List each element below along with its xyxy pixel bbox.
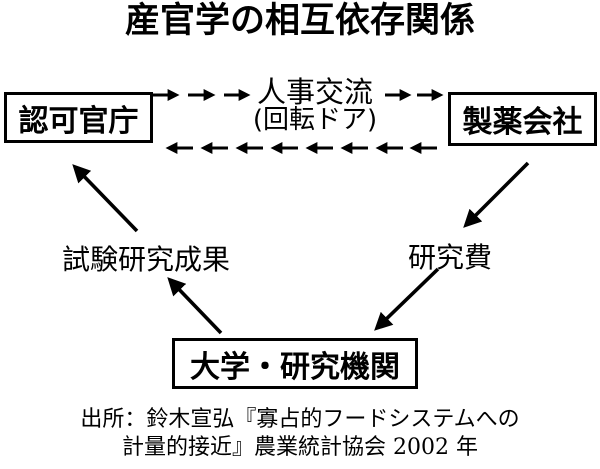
source-caption-line1: 出所：鈴木宣弘『寡占的フードシステムへの	[80, 407, 520, 432]
edge-label-revolving-door: (回転ドア)	[252, 105, 378, 135]
node-university-research: 大学・研究機関	[172, 338, 418, 389]
node-approval-agency: 認可官庁	[4, 92, 153, 143]
node-pharma-company-label: 製薬会社	[462, 105, 583, 140]
node-university-research-label: 大学・研究機関	[190, 349, 400, 385]
arrow-pharma-to-funds	[463, 161, 530, 228]
source-caption: 出所：鈴木宣弘『寡占的フードシステムへの 計量的接近』農業統計協会 2002 年	[0, 406, 600, 462]
edge-label-personnel-exchange: 人事交流	[256, 75, 373, 109]
node-approval-agency-label: 認可官庁	[18, 103, 139, 139]
arrow-university-to-results	[167, 277, 223, 335]
arrow-funds-to-university	[374, 267, 440, 331]
edge-label-research-results: 試験研究成果	[61, 243, 230, 276]
diagram-title: 産官学の相互依存関係	[124, 1, 475, 41]
edge-label-research-funds: 研究費	[407, 241, 492, 274]
source-caption-line2: 計量的接近』農業統計協会 2002 年	[122, 435, 478, 460]
arrow-results-to-government	[72, 164, 139, 233]
node-pharma-company: 製薬会社	[448, 92, 597, 146]
